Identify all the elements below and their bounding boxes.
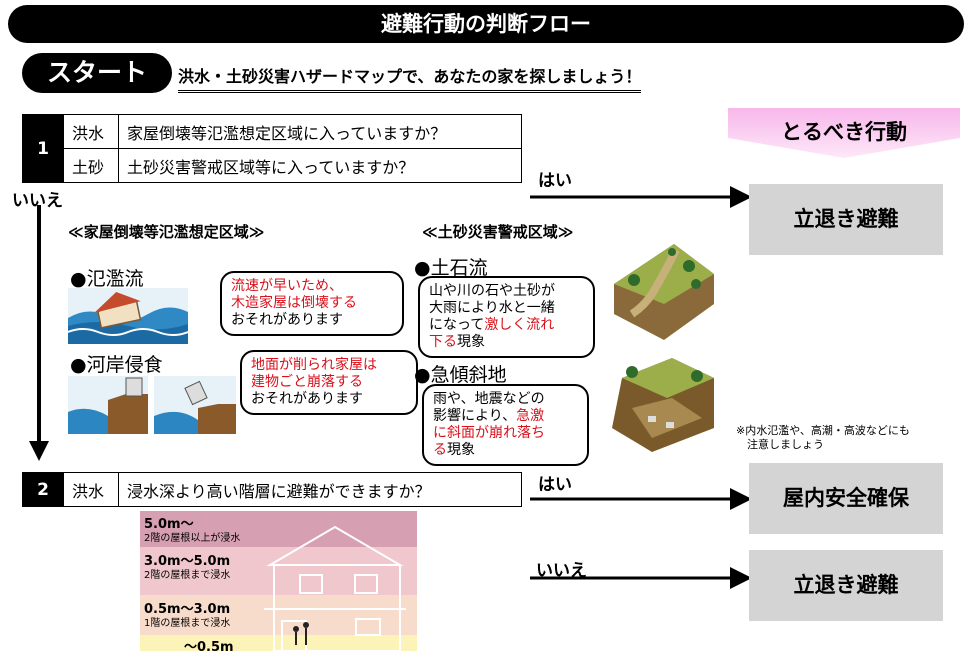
question-1-table: 1 洪水 家屋倒壊等氾濫想定区域に入っていますか？ 土砂 土砂災害警戒区域等に入… [22,114,522,183]
erosion-text-red: 地面が削られ家屋は 建物ごと崩落する [251,357,377,390]
q1-no-arrow [29,205,49,461]
depth-5m-desc: 2階の屋根以上が浸水 [144,533,241,544]
question-1-number: 1 [22,114,64,183]
debris-flow-title: ●土石流 [414,257,488,279]
flood-flow-text-red: 流速が早いため、 木造家屋は倒壊する [231,278,357,311]
q2-yes-arrow [530,488,752,510]
start-badge: スタート [22,53,172,93]
q1-no-label: いいえ [12,191,63,211]
inundation-depth-chart: 5.0m～ 2階の屋根以上が浸水 3.0m～5.0m 2階の屋根まで浸水 0.5… [140,511,417,651]
start-instruction: 洪水・土砂災害ハザードマップで、あなたの家を探しましょう！ [178,63,642,93]
q1-yes-label: はい [538,171,572,191]
depth-0-5-3m: 0.5m～3.0m [144,602,231,617]
q2-flood-label: 洪水 [63,472,119,507]
action-heading: とるべき行動 [728,108,960,158]
action-heading-label: とるべき行動 [781,120,907,144]
erosion-illustration [68,376,236,434]
steep-slope-text: 雨や、地震などの 影響により、 [433,391,545,424]
erosion-text: おそれがあります [251,391,363,407]
steep-slope-title: ●急傾斜地 [414,364,507,386]
depth-band-mid [140,547,417,595]
q1-sediment-label: 土砂 [63,148,119,183]
steep-slope-text-red: 急激 に斜面が崩れ落ち る [433,408,545,458]
debris-flow-text-end: 現象 [457,334,485,350]
depth-5m: 5.0m～ [144,517,194,532]
action-heading-shape [728,108,960,158]
erosion-title: ●河岸侵食 [70,354,163,376]
flood-flow-illustration [68,288,188,344]
house-illustration [264,525,406,651]
depth-under-0-5m: ～0.5m [184,640,234,651]
debris-flow-text: 山や川の石や土砂が 大雨により水と一緒 になって [429,283,555,333]
flood-zone-heading: ≪家屋倒壊等氾濫想定区域≫ [68,223,265,241]
action-indoor-safety: 屋内安全確保 [749,463,943,534]
other-hazards-note: ※内水氾濫や、高潮・高波などにも 注意しましょう [736,424,910,451]
q2-question: 浸水深より高い階層に避難ができますか？ [118,472,522,507]
q1-flood-question: 家屋倒壊等氾濫想定区域に入っていますか？ [118,114,522,149]
steep-slope-text-end: 現象 [447,442,475,458]
q1-yes-arrow [530,186,752,208]
depth-3-5m-desc: 2階の屋根まで浸水 [144,570,231,581]
q1-flood-label: 洪水 [63,114,119,149]
depth-3-5m: 3.0m～5.0m [144,554,231,569]
steep-slope-bubble: 雨や、地震などの 影響により、急激 に斜面が崩れ落ち る現象 [422,384,589,466]
depth-band-bottom [140,635,417,651]
question-2-number: 2 [22,472,64,507]
depth-band-top [140,511,417,547]
flood-flow-title: ●氾濫流 [70,268,144,290]
page-title: 避難行動の判断フロー [8,5,964,43]
erosion-bubble: 地面が削られ家屋は 建物ごと崩落する おそれがあります [240,350,418,415]
steep-slope-illustration [612,358,714,452]
debris-flow-bubble: 山や川の石や土砂が 大雨により水と一緒 になって激しく流れ 下る現象 [418,276,595,358]
action-evacuate-2: 立退き避難 [749,550,943,621]
q2-no-arrow [530,567,752,589]
flood-flow-bubble: 流速が早いため、 木造家屋は倒壊する おそれがあります [220,271,404,336]
flood-flow-text: おそれがあります [231,312,343,328]
q2-yes-label: はい [538,475,572,495]
debris-flow-illustration [614,244,714,340]
depth-band-low [140,595,417,635]
question-2-table: 2 洪水 浸水深より高い階層に避難ができますか？ [22,472,522,507]
debris-flow-text-red: 激しく流れ 下る [429,317,555,350]
q1-sediment-question: 土砂災害警戒区域等に入っていますか？ [118,148,522,183]
depth-0-5-3m-desc: 1階の屋根まで浸水 [144,618,231,629]
action-evacuate-1: 立退き避難 [749,184,943,255]
q2-no-label: いいえ [536,561,587,581]
sediment-zone-heading: ≪土砂災害警戒区域≫ [422,223,574,241]
